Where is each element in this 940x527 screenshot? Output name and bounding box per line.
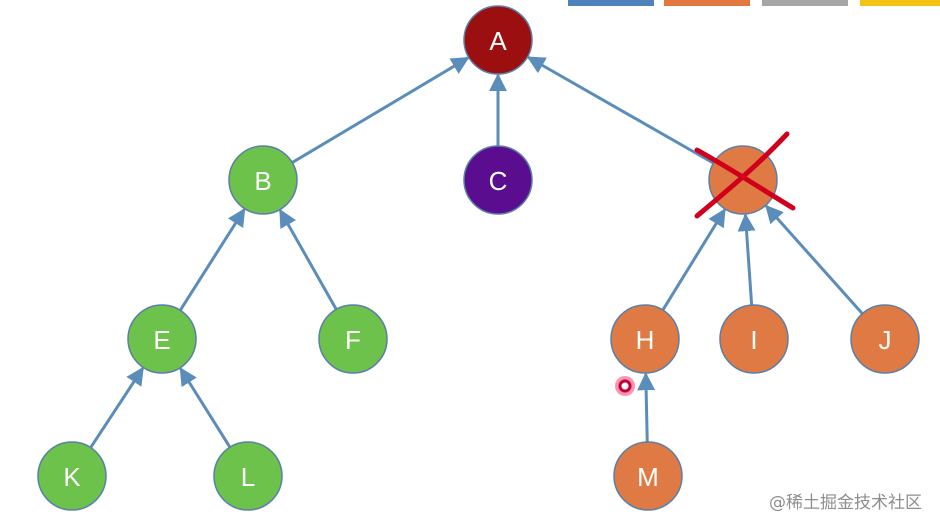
node-e-circle <box>127 304 197 374</box>
node-a: A <box>463 5 533 75</box>
node-c-circle <box>463 145 533 215</box>
node-k-label: K <box>63 462 81 492</box>
edge-l-to-e <box>179 367 232 449</box>
edge-h-to-d <box>661 208 726 311</box>
edge-j-to-d <box>765 204 864 315</box>
node-f: F <box>318 304 388 374</box>
node-k-circle <box>37 441 107 511</box>
legend-swatch-gray <box>762 0 848 6</box>
node-f-circle <box>318 304 388 374</box>
edge-m-to-h <box>637 372 656 443</box>
node-e-label: E <box>153 325 170 355</box>
legend-swatch-yellow <box>860 0 940 6</box>
edge-f-to-b <box>278 208 338 311</box>
removed-node-cross-icon <box>694 131 796 219</box>
node-j-label: J <box>879 325 892 355</box>
node-h: H <box>610 304 680 374</box>
edge-d-to-a <box>526 56 715 165</box>
node-j: J <box>850 304 920 374</box>
edge-i-to-d <box>737 213 756 306</box>
cursor-pointer-icon <box>615 376 635 396</box>
node-h-circle <box>610 304 680 374</box>
edges <box>89 56 864 449</box>
node-j-circle <box>850 304 920 374</box>
node-k: K <box>37 441 107 511</box>
node-b: B <box>228 145 298 215</box>
cross-stroke-2 <box>694 131 790 219</box>
node-c-label: C <box>489 166 508 196</box>
legend-swatch-blue <box>568 0 654 6</box>
node-a-label: A <box>489 26 507 56</box>
node-b-label: B <box>254 166 271 196</box>
node-f-label: F <box>345 325 361 355</box>
node-e: E <box>127 304 197 374</box>
cross-stroke-1 <box>694 147 796 211</box>
node-l-circle <box>213 441 283 511</box>
edge-e-to-b <box>178 208 246 312</box>
node-m: M <box>613 441 683 511</box>
node-a-circle <box>463 5 533 75</box>
node-i-circle <box>719 304 789 374</box>
node-i-label: I <box>750 325 757 355</box>
node-b-circle <box>228 145 298 215</box>
node-c: C <box>463 145 533 215</box>
node-i: I <box>719 304 789 374</box>
node-m-label: M <box>637 462 659 492</box>
node-l-label: L <box>241 462 255 492</box>
watermark: @稀土掘金技术社区 <box>769 493 922 513</box>
edge-k-to-e <box>89 366 145 449</box>
node-h-label: H <box>636 325 655 355</box>
legend-swatch-orange <box>664 0 750 6</box>
node-m-circle <box>613 441 683 511</box>
nodes: A B C E F H I J K L M <box>37 5 920 511</box>
edge-b-to-a <box>291 56 470 164</box>
node-l: L <box>213 441 283 511</box>
